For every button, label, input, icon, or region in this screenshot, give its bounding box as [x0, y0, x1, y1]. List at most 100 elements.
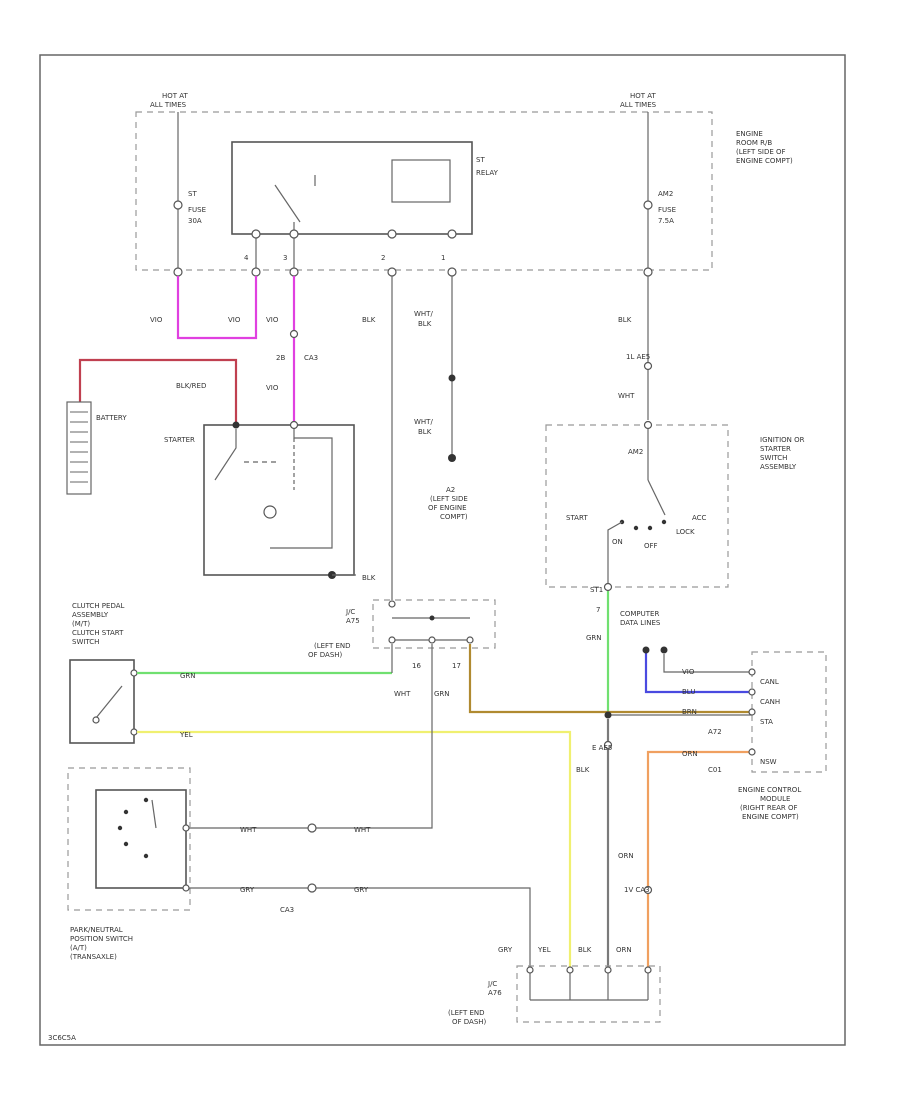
label-sw-off: OFF [644, 542, 658, 550]
label-clutch-1: CLUTCH PEDAL [72, 602, 125, 610]
relay-pin-2 [387, 229, 397, 239]
label-hot-right-1: HOT AT [630, 92, 657, 100]
label-left-end-lower-2: OF DASH) [452, 1018, 487, 1026]
ecm-box [751, 651, 827, 773]
comp-data-dot-1 [642, 646, 650, 654]
ign-contact-arm [647, 479, 666, 516]
starter-inner-2 [270, 429, 333, 549]
label-wire-wht-blk-2b: BLK [418, 428, 432, 436]
starter-motor-symbol [263, 505, 277, 519]
comp-data-dot-2 [660, 646, 668, 654]
st-relay-box [231, 141, 473, 235]
label-ign-1: IGNITION OR [760, 436, 805, 444]
label-comp-data-1: COMPUTER [620, 610, 659, 618]
label-wire-orn-ecm: ORN [682, 750, 698, 758]
clutch-switch-arm [95, 685, 123, 719]
label-conn-1l-ae5: 1L AE5 [626, 353, 650, 361]
label-starter: STARTER [164, 436, 195, 444]
battery-plates [70, 411, 88, 483]
label-wire-blk-1: BLK [362, 316, 376, 324]
label-bottom-orn: ORN [616, 946, 632, 954]
wire-gry-pnp [189, 887, 531, 968]
label-wire-vio-2: VIO [228, 316, 241, 324]
label-battery: BATTERY [96, 414, 127, 422]
label-clutch-3: (M/T) [72, 620, 90, 628]
st-relay-contact-arm [274, 184, 301, 223]
ecm-pin-canh [748, 688, 756, 696]
starter-inner-1 [214, 429, 237, 481]
label-conn-2b: 2B [276, 354, 285, 362]
jc-a75-node-1 [388, 600, 396, 608]
label-blk-red: BLK/RED [176, 382, 206, 390]
label-a2-4: COMPT) [440, 513, 468, 521]
label-jc-a75-1: J/C [345, 608, 355, 616]
label-hot-right-2: ALL TIMES [620, 101, 657, 109]
label-left-end-upper-2: OF DASH) [308, 651, 343, 659]
label-ecm-sta: STA [760, 718, 773, 726]
label-pnp-3: (A/T) [70, 944, 87, 952]
jc-a75-node-3 [428, 636, 436, 644]
label-wire-vio-ecm: VIO [682, 668, 695, 676]
footer-code: 3C6C5A [48, 1034, 76, 1042]
conn-2b-ca3-node [289, 329, 299, 339]
label-pin-17: 17 [452, 662, 461, 670]
battery-symbol [66, 401, 92, 495]
rb-pin-st [173, 267, 183, 277]
label-bottom-yel: YEL [537, 946, 551, 954]
label-ecm-1: ENGINE CONTROL [738, 786, 801, 794]
label-left-end-lower-1: (LEFT END [448, 1009, 485, 1017]
wht-connector [307, 823, 317, 833]
wire-vio-ecm [663, 654, 752, 673]
label-clutch-4: CLUTCH START [72, 629, 124, 637]
label-pnp-4: (TRANSAXLE) [70, 953, 117, 961]
label-hot-left-2: ALL TIMES [150, 101, 187, 109]
pnp-contact-1 [143, 797, 149, 803]
label-st-fuse-3: 30A [188, 217, 202, 225]
label-st1-pin: ST1 [590, 586, 603, 594]
jc-a76-pin-3 [604, 966, 612, 974]
conn-e-ae5-node [603, 740, 613, 750]
label-st-fuse-1: ST [188, 190, 197, 198]
label-conn-ca3: CA3 [304, 354, 318, 362]
label-ecm-canh: CANH [760, 698, 780, 706]
conn-1v-ca3-node [643, 885, 653, 895]
relay-pin-3 [289, 229, 299, 239]
label-am2-fuse-2: FUSE [658, 206, 676, 214]
label-sw-lock: LOCK [676, 528, 695, 536]
ecm-pin-canl [748, 668, 756, 676]
label-jc-a76-2: A76 [488, 989, 502, 997]
label-wire-grn-jc: GRN [434, 690, 450, 698]
clutch-switch-box [69, 659, 135, 744]
label-hot-left-1: HOT AT [162, 92, 189, 100]
wire-blu-ecm [644, 650, 752, 694]
label-comp-data-2: DATA LINES [620, 619, 661, 627]
label-wire-wht-jc: WHT [394, 690, 411, 698]
relay-pin-1 [447, 229, 457, 239]
pnp-contact-5 [143, 853, 149, 859]
label-st-fuse-2: FUSE [188, 206, 206, 214]
label-conn-e-ae5: E AE5 [592, 744, 612, 752]
label-wire-yel-clutch: YEL [179, 731, 193, 739]
label-wire-vio-3: VIO [266, 316, 279, 324]
label-wire-gry-pnp-2: GRY [354, 886, 369, 894]
pnp-pin-gry [182, 884, 190, 892]
ign-am2-pin [643, 420, 653, 430]
jc-a76-box [516, 965, 661, 1023]
conn-1l-ae5-node [643, 361, 653, 371]
label-c01: C01 [708, 766, 722, 774]
wire-battery-red [78, 358, 238, 425]
label-wire-wht-pnp-2: WHT [354, 826, 371, 834]
label-engine-rb-1: ENGINE [736, 130, 763, 138]
label-engine-rb-3: (LEFT SIDE OF [736, 148, 786, 156]
label-wire-blk-main: BLK [576, 766, 590, 774]
label-wire-gry-pnp-1: GRY [240, 886, 255, 894]
label-wire-wht-blk-2a: WHT/ [414, 418, 433, 426]
label-a72: A72 [708, 728, 722, 736]
label-clutch-5: SWITCH [72, 638, 99, 646]
wire-vio-st-fuse [176, 276, 258, 340]
ign-contact-off [647, 525, 653, 531]
pnp-contact-3 [117, 825, 123, 831]
label-conn-1v-ca3: 1V CA3 [624, 886, 650, 894]
jc-a75-dot [429, 615, 435, 621]
pnp-switch-inner [95, 789, 187, 889]
